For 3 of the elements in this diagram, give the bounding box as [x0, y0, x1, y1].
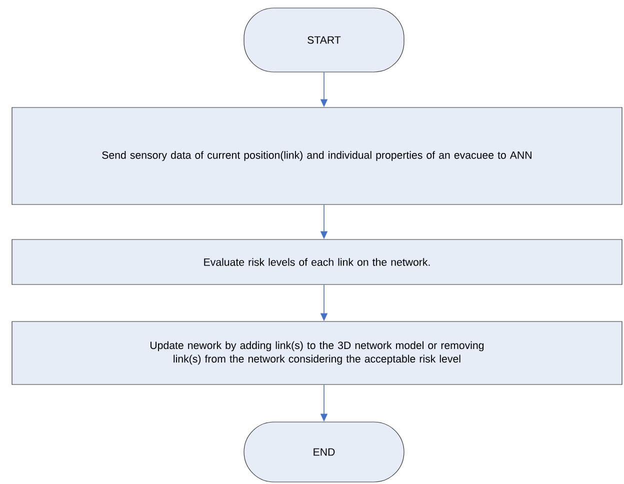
process-box: Update nework by adding link(s) to the 3D network model or removing link(s) from the network considering the acceptable risk level	[12, 321, 622, 385]
process-box: Send sensory data of current position(link) and individual properties of an evacuee to ANN	[12, 107, 622, 205]
process-box: Evaluate risk levels of each link on the network.	[12, 239, 622, 285]
